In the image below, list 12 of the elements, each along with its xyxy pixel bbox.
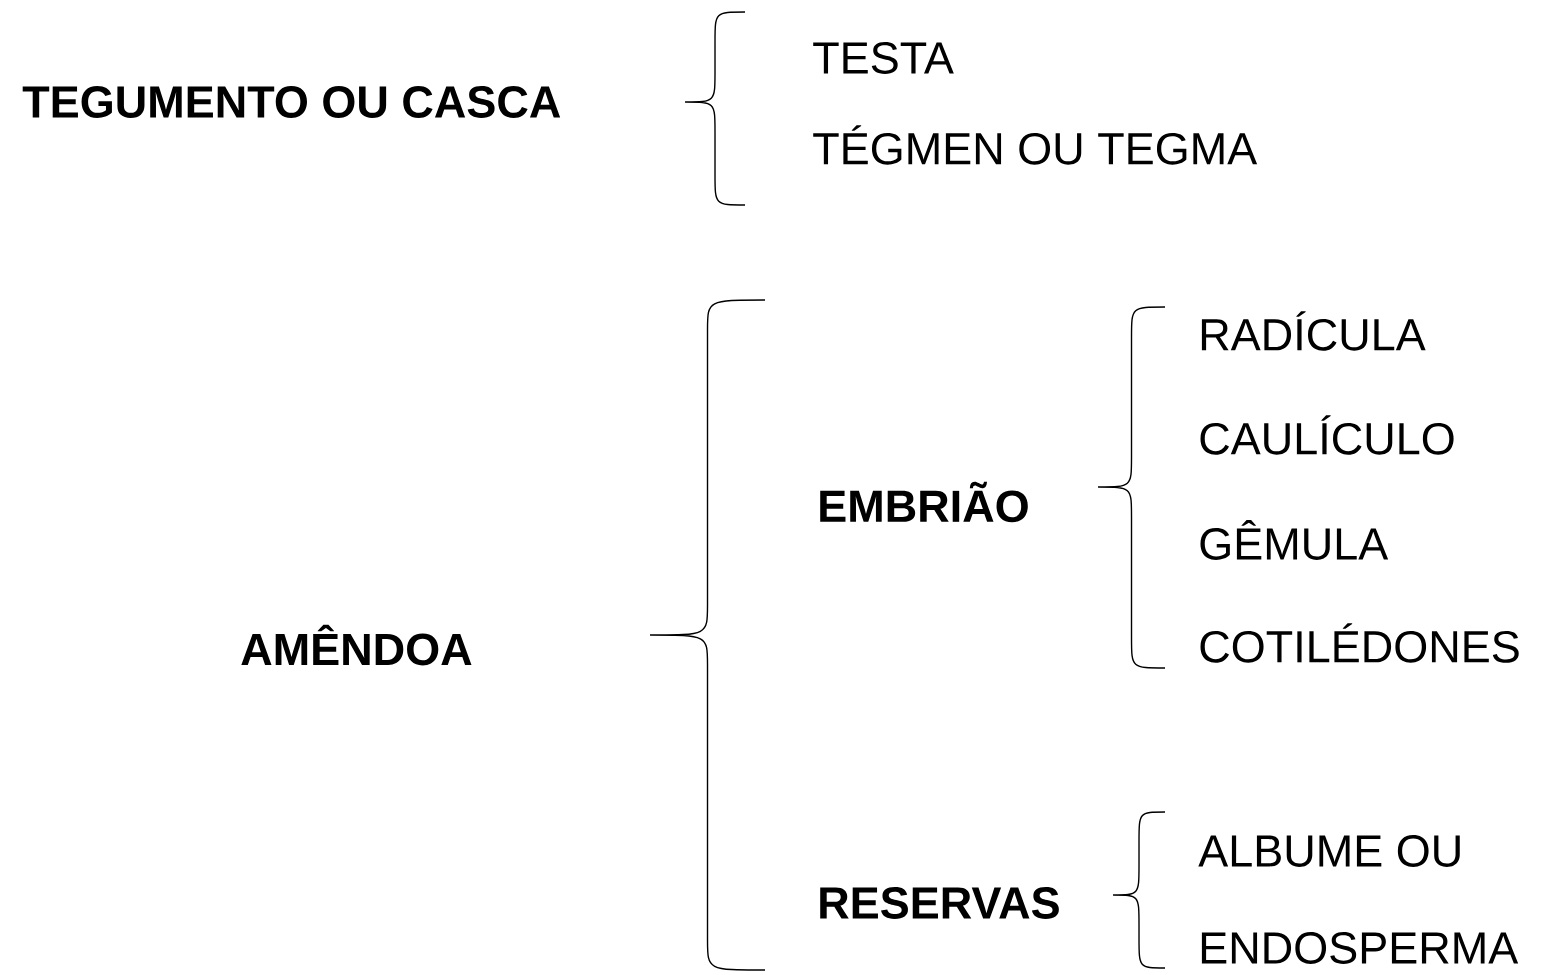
heading: EMBRIÃO [820, 481, 1028, 523]
label: ALBUME OU [1198, 835, 1460, 867]
label: CAULÍCULO [1200, 415, 1454, 455]
heading: AMÊNDOA [241, 624, 472, 666]
label: COTILÉDONES [1200, 623, 1519, 663]
label: RADÍCULA [1201, 311, 1426, 351]
label: TESTA [813, 42, 954, 74]
label: GÊMULA [1200, 520, 1389, 560]
label: TÉGMEN OU TEGMA [813, 125, 1258, 165]
heading: RESERVAS [820, 887, 1059, 919]
label: ENDOSPERMA [1201, 932, 1519, 964]
heading: TEGUMENTO OU CASCA [22, 86, 561, 118]
